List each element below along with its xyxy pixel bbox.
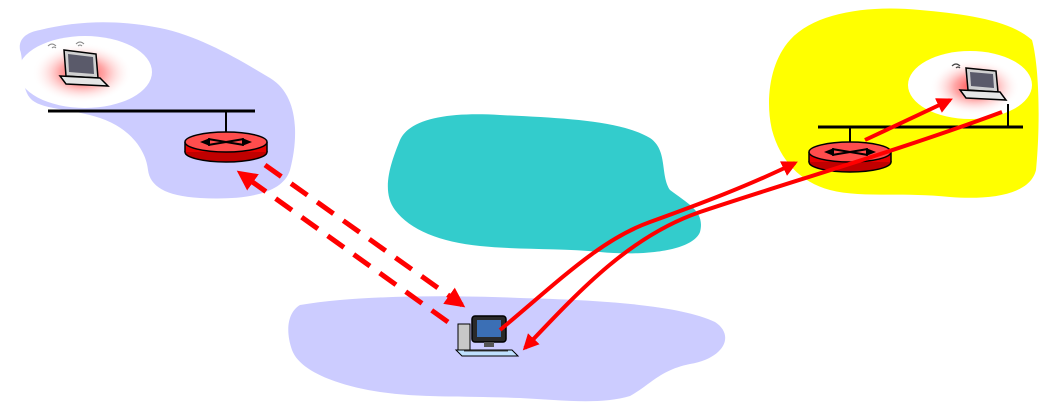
router-icon: [185, 132, 267, 162]
correspondent-network-cloud: [288, 296, 725, 401]
router-icon: [809, 142, 891, 172]
